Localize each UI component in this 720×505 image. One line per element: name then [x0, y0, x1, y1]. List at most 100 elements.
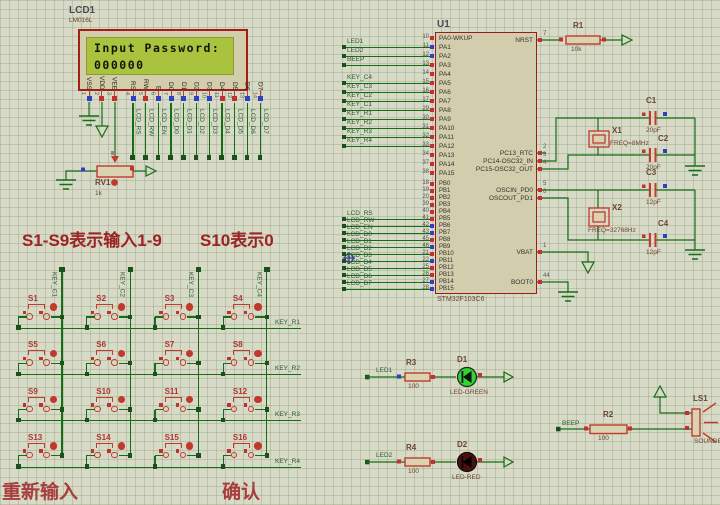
button-actuator-dot[interactable] [186, 303, 194, 311]
wire [255, 455, 268, 457]
push-button[interactable]: S2 [84, 294, 136, 333]
wire-terminal [341, 125, 346, 130]
wire [17, 317, 19, 328]
button-ref: S11 [164, 386, 179, 396]
push-button[interactable]: S12 [221, 386, 273, 426]
led-d2-circuit [365, 451, 515, 473]
wire [17, 409, 19, 421]
wire [86, 316, 95, 318]
button-actuator-dot[interactable] [254, 442, 262, 450]
push-button[interactable]: S8 [221, 340, 273, 379]
c2-ref: C2 [658, 134, 669, 143]
ground-symbol [685, 165, 705, 176]
push-button[interactable]: S6 [84, 340, 136, 379]
push-button[interactable]: S14 [84, 433, 136, 472]
pin-marker [227, 356, 231, 361]
pin-number: 5 [543, 181, 547, 187]
net-label: BEEP [347, 56, 365, 63]
lcd-line2: 000000 [94, 58, 145, 72]
pin-number: 14 [251, 92, 258, 99]
pin-marker [430, 252, 434, 256]
wire [50, 316, 63, 318]
pin-name: PA10 [439, 124, 455, 132]
button-actuator-dot[interactable] [117, 395, 126, 404]
push-button[interactable]: S13 [16, 433, 68, 472]
button-actuator-dot[interactable] [117, 303, 126, 311]
wire [222, 316, 232, 318]
wire [345, 55, 430, 57]
crystal-x1-symbol [588, 130, 610, 148]
wire-terminal [341, 89, 346, 94]
push-button[interactable]: S16 [221, 433, 273, 472]
button-actuator-dot[interactable] [254, 349, 262, 357]
pin-stub [170, 90, 172, 97]
button-terminal [162, 313, 170, 320]
pot-actuator-dot[interactable] [111, 179, 118, 186]
push-button[interactable]: S1 [16, 294, 68, 333]
pot-symbol[interactable] [81, 151, 134, 186]
net-label: LCD_D6 [249, 109, 256, 134]
pin-marker [243, 449, 248, 453]
push-button[interactable]: S15 [152, 433, 205, 472]
wire [345, 109, 430, 111]
r1-ref: R1 [573, 21, 584, 30]
row-net-label: KEY_R3 [275, 411, 300, 419]
pin-number: 17 [422, 96, 429, 103]
ground-symbol [56, 179, 76, 190]
pin-marker [159, 449, 163, 453]
button-actuator-dot[interactable] [254, 303, 262, 311]
pin-number: 41 [422, 214, 429, 221]
button-actuator-dot[interactable] [186, 442, 194, 450]
button-actuator-dot[interactable] [117, 349, 126, 357]
button-actuator-dot[interactable] [49, 442, 57, 450]
pin-name: PA13 [439, 151, 455, 159]
wire-terminal [341, 53, 346, 58]
pin-number: 46 [422, 242, 429, 249]
push-button[interactable]: S4 [221, 294, 273, 333]
pin-name: OSCOUT_PD1 [488, 194, 533, 202]
wire-terminal [341, 279, 346, 284]
wire [222, 409, 224, 421]
button-bar [164, 304, 182, 309]
button-actuator-dot[interactable] [49, 349, 57, 357]
push-button[interactable]: S5 [16, 340, 68, 379]
pin-stub [208, 90, 210, 97]
button-ref: S12 [232, 386, 248, 396]
c1-value: 20pF [646, 127, 661, 134]
button-actuator-dot[interactable] [186, 349, 194, 357]
push-button[interactable]: S3 [152, 294, 205, 333]
wire [183, 103, 185, 157]
junction-dot [196, 314, 201, 319]
sounder-symbol [691, 408, 701, 437]
net-label: LCD_D0 [347, 231, 372, 238]
pin-marker [430, 54, 434, 58]
button-bar [232, 396, 250, 402]
button-terminal [43, 451, 50, 459]
pin-marker [430, 144, 434, 148]
wire-terminal [341, 143, 346, 148]
button-actuator-dot[interactable] [117, 442, 126, 450]
pin-marker [219, 96, 225, 101]
button-actuator-dot[interactable] [254, 395, 262, 404]
wire [118, 316, 131, 318]
net-label: KEY_R4 [347, 137, 372, 144]
push-button[interactable]: S11 [152, 386, 205, 426]
pin-stub [101, 90, 103, 97]
pin-number: 27 [422, 277, 429, 284]
button-actuator-dot[interactable] [49, 303, 57, 311]
pin-number: 12 [422, 51, 429, 58]
pin-number: 40 [422, 207, 429, 214]
button-ref: S10 [96, 386, 111, 396]
junction-dot [152, 464, 158, 469]
pin-marker [130, 166, 134, 171]
button-actuator-dot[interactable] [186, 395, 194, 404]
button-terminal [247, 405, 255, 413]
button-actuator-dot[interactable] [49, 395, 57, 404]
pin-marker [168, 96, 174, 101]
pin-number: 18 [422, 179, 429, 186]
push-button[interactable]: S7 [152, 340, 205, 379]
push-button[interactable]: S10 [84, 386, 136, 426]
wire [345, 100, 430, 102]
push-button[interactable]: S9 [16, 387, 68, 426]
pin-name: PB14 [439, 278, 454, 285]
